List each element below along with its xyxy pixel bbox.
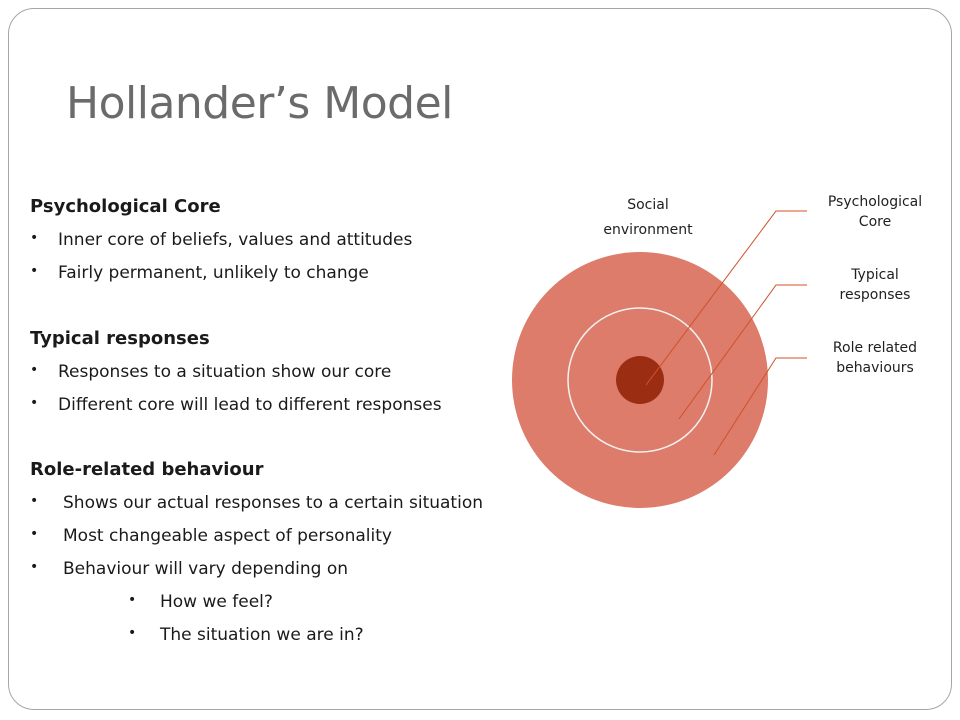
typical-responses-ring	[567, 307, 713, 453]
bullet-glyph: •	[128, 592, 137, 608]
bullet-glyph: •	[30, 362, 39, 378]
bullet-glyph: •	[30, 559, 39, 575]
bullet-glyph: •	[30, 395, 39, 411]
bullet-text: How we feel?	[160, 592, 273, 612]
callout-label-typical-responses: Typical responses	[812, 265, 938, 305]
slide-frame	[8, 8, 952, 710]
bullet-text: Responses to a situation show our core	[58, 362, 392, 382]
bullet-text: The situation we are in?	[160, 625, 364, 645]
bullet-text: Fairly permanent, unlikely to change	[58, 263, 369, 283]
bullet-text: Shows our actual responses to a certain …	[63, 493, 483, 513]
label-line: Typical	[851, 267, 899, 283]
callout-label-role-related: Role related behaviours	[812, 338, 938, 378]
bullet-text: Most changeable aspect of personality	[63, 526, 392, 546]
callout-label-psychological-core: Psychological Core	[812, 192, 938, 232]
bullet-text: Behaviour will vary depending on	[63, 559, 349, 579]
label-line: environment	[603, 222, 693, 238]
callout-line-role-related	[713, 357, 807, 456]
label-line: behaviours	[836, 360, 914, 376]
label-line: Role related	[832, 340, 918, 356]
psychological-core-circle	[616, 356, 664, 404]
bullet-glyph: •	[30, 263, 39, 279]
bullet-text: Different core will lead to different re…	[58, 395, 442, 415]
label-line: Psychological	[827, 194, 923, 210]
label-line: Social	[627, 197, 669, 213]
bullet-text: Inner core of beliefs, values and attitu…	[58, 230, 413, 250]
heading-typical-responses: Typical responses	[30, 328, 210, 349]
bullet-glyph: •	[30, 230, 39, 246]
heading-psychological-core: Psychological Core	[30, 196, 221, 217]
bullet-glyph: •	[128, 625, 137, 641]
callout-line-typical-responses	[678, 284, 807, 420]
slide-title: Hollander’s Model	[66, 78, 453, 129]
social-environment-label: Social environment	[588, 195, 708, 241]
label-line: responses	[839, 287, 911, 303]
bullet-glyph: •	[30, 493, 39, 509]
heading-role-related-behaviour: Role-related behaviour	[30, 459, 264, 480]
callout-line-psychological-core	[645, 210, 807, 386]
label-line: Core	[858, 214, 892, 230]
bullet-glyph: •	[30, 526, 39, 542]
